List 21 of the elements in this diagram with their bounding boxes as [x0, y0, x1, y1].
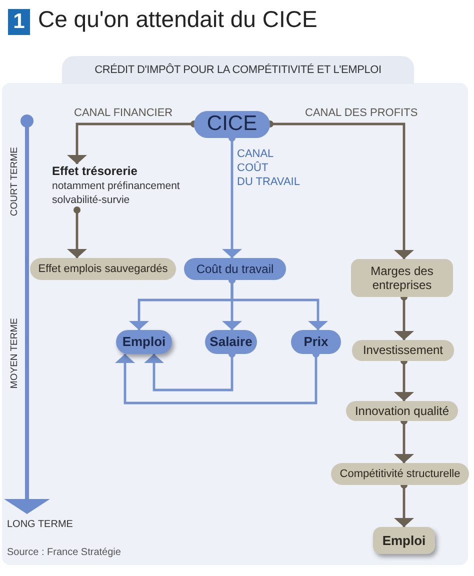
rounded-box: Innovation qualité: [346, 401, 458, 421]
source-note: Source : France Stratégie: [7, 546, 121, 559]
heading-text: Effet trésorerie: [52, 164, 138, 179]
rounded-box: Effet emplois sauvegardés: [30, 258, 176, 280]
axis-label: LONG TERME: [7, 518, 73, 531]
rounded-box: Compétitivité structurelle: [331, 463, 469, 485]
rounded-box: Emploi: [373, 527, 435, 554]
rounded-box: Coût du travail: [184, 258, 286, 280]
section-tab: CRÉDIT D'IMPÔT POUR LA COMPÉTITIVITÉ ET L'EMPLOI: [62, 56, 414, 84]
rounded-box: Prix: [291, 330, 341, 354]
rounded-box: Salaire: [205, 330, 257, 354]
rounded-box: Investissement: [352, 340, 454, 361]
title: Ce qu'on attendait du CICE: [38, 5, 318, 34]
axis-label: MOYEN TERME: [9, 318, 21, 389]
connector-arrow: [67, 206, 87, 258]
body-text: notamment préfinancement solvabilité-survie: [52, 179, 181, 207]
number-badge: 1: [8, 9, 30, 35]
rounded-box: Emploi: [116, 330, 172, 354]
rounded-box: CICE: [194, 111, 270, 138]
axis-label: COURT TERME: [9, 147, 21, 216]
rounded-box: Marges des entreprises: [351, 259, 453, 297]
